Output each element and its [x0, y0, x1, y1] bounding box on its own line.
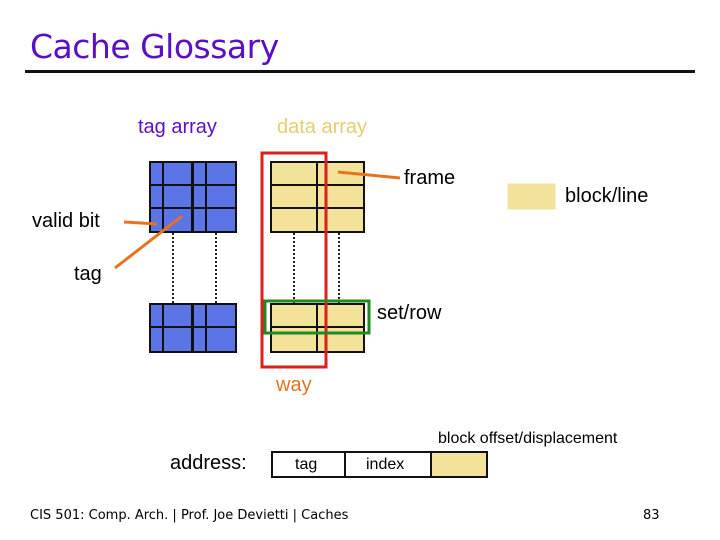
tag-array-top-way0 — [149, 161, 193, 233]
data-array-label: data array — [277, 116, 368, 138]
address-label: address: — [170, 452, 247, 474]
block-line-swatch — [507, 183, 556, 210]
tag-pointer — [114, 214, 183, 270]
frame-label: frame — [404, 167, 456, 189]
dotted-connectors — [172, 233, 340, 303]
block-line-label: block/line — [565, 185, 649, 207]
footer-page-number: 83 — [643, 508, 660, 523]
block-offset-label: block offset/displacement — [438, 430, 618, 447]
tag-array-bottom — [149, 303, 237, 353]
valid-bit-label: valid bit — [32, 210, 100, 232]
address-index-text: index — [366, 456, 405, 473]
set-row-outline — [263, 299, 371, 335]
title-underline — [25, 70, 695, 73]
pointer-lines — [114, 170, 401, 270]
way-outline — [260, 151, 328, 369]
slide-title: Cache Glossary — [30, 27, 279, 66]
tag-array-top — [149, 161, 237, 233]
tag-label: tag — [74, 263, 102, 285]
tag-array-top-way1 — [192, 161, 237, 233]
address-index-field — [344, 451, 432, 478]
address-bar — [271, 451, 488, 478]
address-offset-field — [430, 451, 488, 478]
valid-bit-pointer — [123, 220, 158, 226]
footer-course: CIS 501: Comp. Arch. | Prof. Joe Deviett… — [30, 508, 349, 523]
way-label: way — [276, 374, 312, 396]
tag-array-label: tag array — [138, 116, 217, 138]
frame-pointer — [337, 170, 401, 180]
data-array-bottom — [270, 303, 365, 353]
set-row-label: set/row — [377, 302, 442, 324]
address-tag-text: tag — [295, 456, 318, 473]
